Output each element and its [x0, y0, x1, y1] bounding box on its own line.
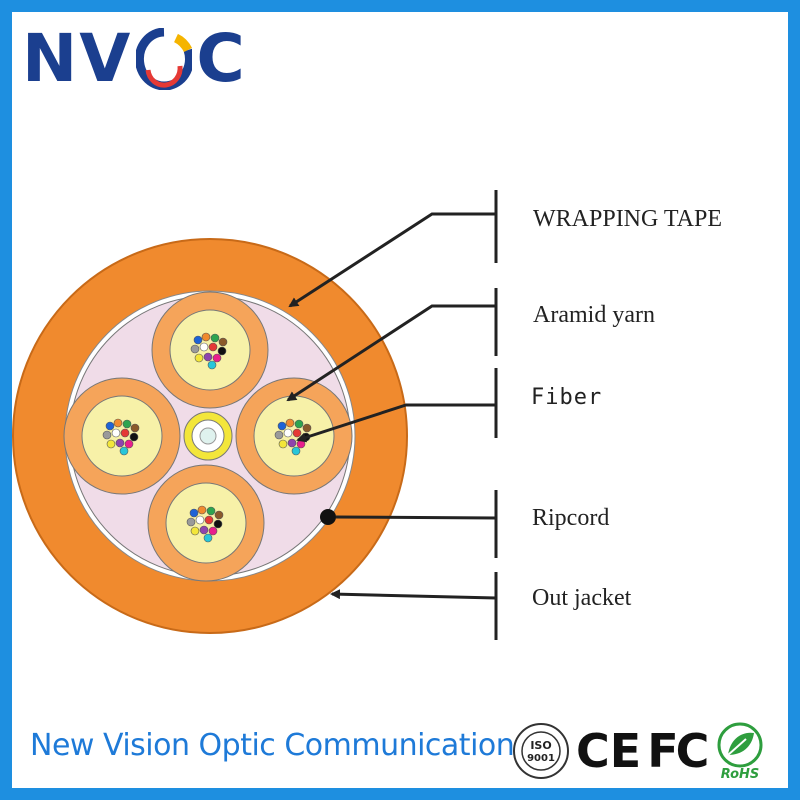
fiber [122, 419, 132, 429]
fiber [115, 438, 125, 448]
fc-mark: FC [647, 724, 709, 778]
iso-text: ISO [530, 739, 551, 752]
ce-mark: CE [576, 724, 642, 778]
rohs-text: RoHS [721, 767, 760, 781]
label-out-jacket: Out jacket [532, 585, 632, 611]
fiber [214, 510, 224, 520]
fiber [201, 332, 211, 342]
fiber [210, 333, 220, 343]
fiber [113, 418, 123, 428]
label-ripcord: Ripcord [532, 505, 610, 531]
fiber [194, 353, 204, 363]
iso-number: 9001 [527, 753, 555, 764]
fiber [287, 438, 297, 448]
fiber [190, 344, 200, 354]
logo-ring-icon [136, 28, 193, 90]
leader-wrapping-tape [288, 212, 496, 308]
label-aramid-yarn: Aramid yarn [533, 302, 655, 328]
fiber [302, 423, 312, 433]
fiber [213, 519, 223, 529]
leader-fiber [296, 403, 496, 443]
fiber [204, 515, 214, 525]
label-wrapping-tape: WRAPPING TAPE [533, 206, 722, 232]
rohs-leaf-icon: RoHS [717, 722, 763, 781]
label-fiber: Fiber [531, 385, 603, 410]
fiber [212, 353, 222, 363]
fiber [186, 517, 196, 527]
fiber [189, 508, 199, 518]
fiber [208, 342, 218, 352]
fiber [105, 421, 115, 431]
nvoc-logo: NV C [22, 24, 247, 94]
fiber [285, 418, 295, 428]
fiber [218, 337, 228, 347]
fiber [199, 525, 209, 535]
leader-out-jacket [330, 589, 497, 600]
fiber [129, 432, 139, 442]
fiber [291, 446, 301, 456]
fiber-bundle-bottom [186, 505, 224, 543]
tagline: New Vision Optic Communication [30, 728, 515, 763]
fiber [195, 515, 205, 525]
fiber [277, 421, 287, 431]
fiber [292, 428, 302, 438]
subunit-bottom [147, 464, 265, 582]
logo-letters-right: C [196, 20, 247, 97]
fiber [206, 506, 216, 516]
fiber [207, 360, 217, 370]
logo-letters-left: NV [22, 20, 133, 97]
fiber [197, 505, 207, 515]
fiber [283, 428, 293, 438]
fiber [278, 439, 288, 449]
fiber [130, 423, 140, 433]
fiber [199, 342, 209, 352]
subunit-left [63, 377, 181, 495]
fiber [120, 428, 130, 438]
leader-aramid-yarn [286, 304, 496, 402]
subunit-top [151, 291, 269, 409]
fiber [296, 439, 306, 449]
certification-marks: ISO 9001 CE FC RoHS [512, 718, 774, 784]
fiber [217, 346, 227, 356]
fiber [203, 352, 213, 362]
fiber [203, 533, 213, 543]
fiber [193, 335, 203, 345]
fiber [106, 439, 116, 449]
central-member [183, 411, 233, 461]
fiber [124, 439, 134, 449]
fiber [190, 526, 200, 536]
ripcord [320, 509, 336, 525]
leader-ripcord [335, 515, 497, 520]
fiber [111, 428, 121, 438]
fiber [294, 419, 304, 429]
fiber [102, 430, 112, 440]
fiber [119, 446, 129, 456]
fiber [208, 526, 218, 536]
fiber-bundle-left [102, 418, 140, 456]
iso-9001-seal-icon: ISO 9001 [513, 723, 569, 779]
fiber-bundle-top [190, 332, 228, 370]
fiber [274, 430, 284, 440]
